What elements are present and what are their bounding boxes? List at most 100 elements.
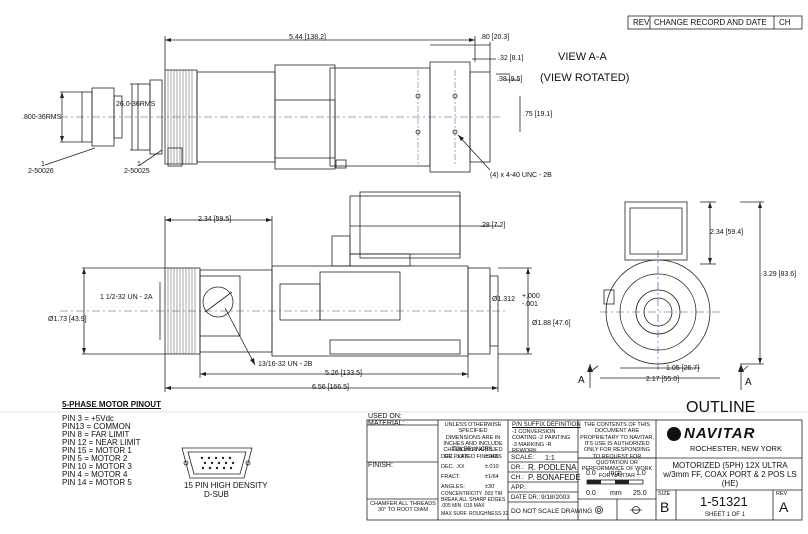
tol-fract-label: FRACT. xyxy=(441,474,461,480)
dsub-connector xyxy=(181,447,253,479)
view-aa-label: VIEW A-A xyxy=(558,51,607,63)
drawing-description: MOTORIZED (5PH) 12X ULTRA w/3mm FF, COAX… xyxy=(663,461,797,488)
top-view-lens xyxy=(60,61,500,173)
tolerance-plus: +.000 xyxy=(522,293,540,300)
pin-line: PIN 10 = MOTOR 3 xyxy=(62,462,132,471)
drawn-label: DR.: xyxy=(511,464,524,471)
dim-329: 3.29 [83.6] xyxy=(763,271,797,278)
pin-line: PIN 8 = FAR LIMIT xyxy=(62,430,130,439)
dim-028: .28 [7.2] xyxy=(480,222,506,229)
view-rotated-label: (VIEW ROTATED) xyxy=(540,72,630,84)
date-value: 9/18/2003 xyxy=(541,494,570,501)
scale-inch-label: inch xyxy=(609,470,622,477)
approved-label: APP.: xyxy=(511,484,527,491)
tol-angles-label: ANGLES: xyxy=(441,484,465,490)
pin-line: PIN 12 = NEAR LIMIT xyxy=(62,438,141,447)
scale-value: 1:1 xyxy=(545,455,555,462)
dim-234-side: 2.34 [59.5] xyxy=(198,216,232,223)
title-block-grid xyxy=(366,419,803,521)
concentricity-note: CONCENTRICITY .003 TIR xyxy=(441,491,503,497)
drawn-by: R. PODLENA xyxy=(528,463,577,472)
pin-line: PIN 14 = MOTOR 5 xyxy=(62,478,132,487)
dia-173: Ø1.73 [43.9] xyxy=(48,316,87,323)
sheet-number: SHEET 1 OF 1 xyxy=(705,512,745,518)
checked-by: P. BONAFEDE xyxy=(528,473,581,482)
part1-number: 2-50026 xyxy=(28,168,54,175)
used-on-label: USED ON: xyxy=(368,413,402,420)
suffix-lines: -1 CONVERSION COATING -2 PAINTING -3 MAR… xyxy=(512,429,571,454)
pin-line: PIN 4 = MOTOR 4 xyxy=(62,470,128,479)
finish-label: FINISH: xyxy=(368,462,393,469)
scale-inch-1: 1.0 xyxy=(636,470,646,477)
tol-fract-value: ±1/64 xyxy=(485,474,499,480)
rev-label: REV xyxy=(776,491,788,497)
scale-label: SCALE: xyxy=(511,454,535,461)
screw-callout: (4) x 4-40 UNC - 2B xyxy=(490,172,552,179)
rev-value: A xyxy=(779,499,789,515)
checked-header: CH xyxy=(779,18,791,27)
dim-234-end: 2.34 [59.4] xyxy=(710,229,744,236)
dim-032: .32 [8.1] xyxy=(498,55,524,62)
connector-label-2: D-SUB xyxy=(204,490,229,499)
tol-dec2-label: DEC. .XX xyxy=(441,464,465,470)
scale-bar xyxy=(586,479,644,485)
change-record-header: CHANGE RECORD AND DATE xyxy=(654,18,767,27)
tol-angles-value: ±30' xyxy=(485,484,496,490)
company-logo: NAVITAR xyxy=(684,425,756,442)
suffix-title: P/N SUFFIX DEFINITION xyxy=(512,422,581,428)
revision-block-grid xyxy=(627,15,803,30)
dim-105: 1.05 [26.7] xyxy=(666,365,700,372)
break-edges-note: BREAK ALL SHARP EDGES .005 MIN .015 MAX xyxy=(441,497,506,509)
dia-188: Ø1.88 [47.6] xyxy=(532,320,571,327)
size-label: SIZE xyxy=(658,491,671,497)
unless-specified-note: UNLESS OTHERWISE SPECIFIED DIMENSIONS AR… xyxy=(443,422,503,460)
scale-mm-25: 25.0 xyxy=(633,490,647,497)
thread-1-1-2: 1 1/2-32 UN - 2A xyxy=(100,294,153,301)
pin-line: PIN13 = COMMON xyxy=(62,422,131,431)
pin-line: PIN 3 = +5Vdc xyxy=(62,414,115,423)
pinout-title: 5-PHASE MOTOR PINOUT xyxy=(62,400,161,409)
rev-header: REV xyxy=(633,18,650,27)
dim-217: 2.17 [55.0] xyxy=(646,376,680,383)
outline-title: OUTLINE xyxy=(686,399,756,416)
company-location: ROCHESTER, NEW YORK xyxy=(690,444,782,453)
tolerance-minus: -.001 xyxy=(522,301,538,308)
dim-080: .80 [20.3] xyxy=(480,34,510,41)
do-not-scale: DO NOT SCALE DRAWING xyxy=(511,508,593,515)
max-surface-note: MAX SURF. ROUGHNESS 32 xyxy=(441,511,509,517)
tol-dec3-value: ±.005 xyxy=(485,454,499,460)
dim-656: 6.56 [166.5] xyxy=(312,384,349,391)
material-label: MATERIAL: xyxy=(368,420,405,427)
scale-inch-0: 0.0 xyxy=(586,470,596,477)
dim-overall-length: 5.44 [138.2] xyxy=(289,34,326,41)
part2-qty: 1 xyxy=(137,161,141,168)
scale-mm-0: 0.0 xyxy=(586,490,596,497)
logo-mark xyxy=(667,427,681,441)
part-number: 1-51321 xyxy=(700,494,748,509)
tol-dec3-label: DEC. .XXX xyxy=(441,454,469,460)
dim-075: .75 [19.1] xyxy=(523,111,553,118)
pin-line: PIN 15 = MOTOR 1 xyxy=(62,446,132,455)
connector-label-1: 15 PIN HIGH DENSITY xyxy=(184,481,268,490)
dim-038: .38 [9.5] xyxy=(497,76,523,83)
thread-13-16: 13/16-32 UN - 2B xyxy=(258,361,313,368)
pin-line: PIN 5 = MOTOR 2 xyxy=(62,454,128,463)
part2-number: 2-50025 xyxy=(124,168,150,175)
dim-526: 5.26 [133.5] xyxy=(325,370,362,377)
end-view xyxy=(600,201,720,372)
thread-26-36rms: 26.0-36RMS xyxy=(116,101,156,108)
section-marker-left: A xyxy=(578,375,585,386)
dia-1312: Ø1.312 xyxy=(492,296,515,303)
part1-qty: 1 xyxy=(41,161,45,168)
tol-dec2-value: ±.010 xyxy=(485,464,499,470)
date-label: DATE DR.: xyxy=(511,495,541,501)
scale-mm-label: mm xyxy=(610,490,622,497)
checked-label: CH.: xyxy=(511,474,524,481)
proprietary-note: THE CONTENTS OF THIS DOCUMENT ARE PROPRI… xyxy=(580,422,654,479)
side-view-lens xyxy=(60,191,505,357)
tolerances-label: TOLERANCES: xyxy=(452,447,495,453)
chamfer-note: CHAMFER ALL THREADS 30° TO ROOT DIAM xyxy=(370,501,436,514)
size-value: B xyxy=(660,499,670,515)
thread-800-36rms: .800-36RMS xyxy=(22,114,62,121)
